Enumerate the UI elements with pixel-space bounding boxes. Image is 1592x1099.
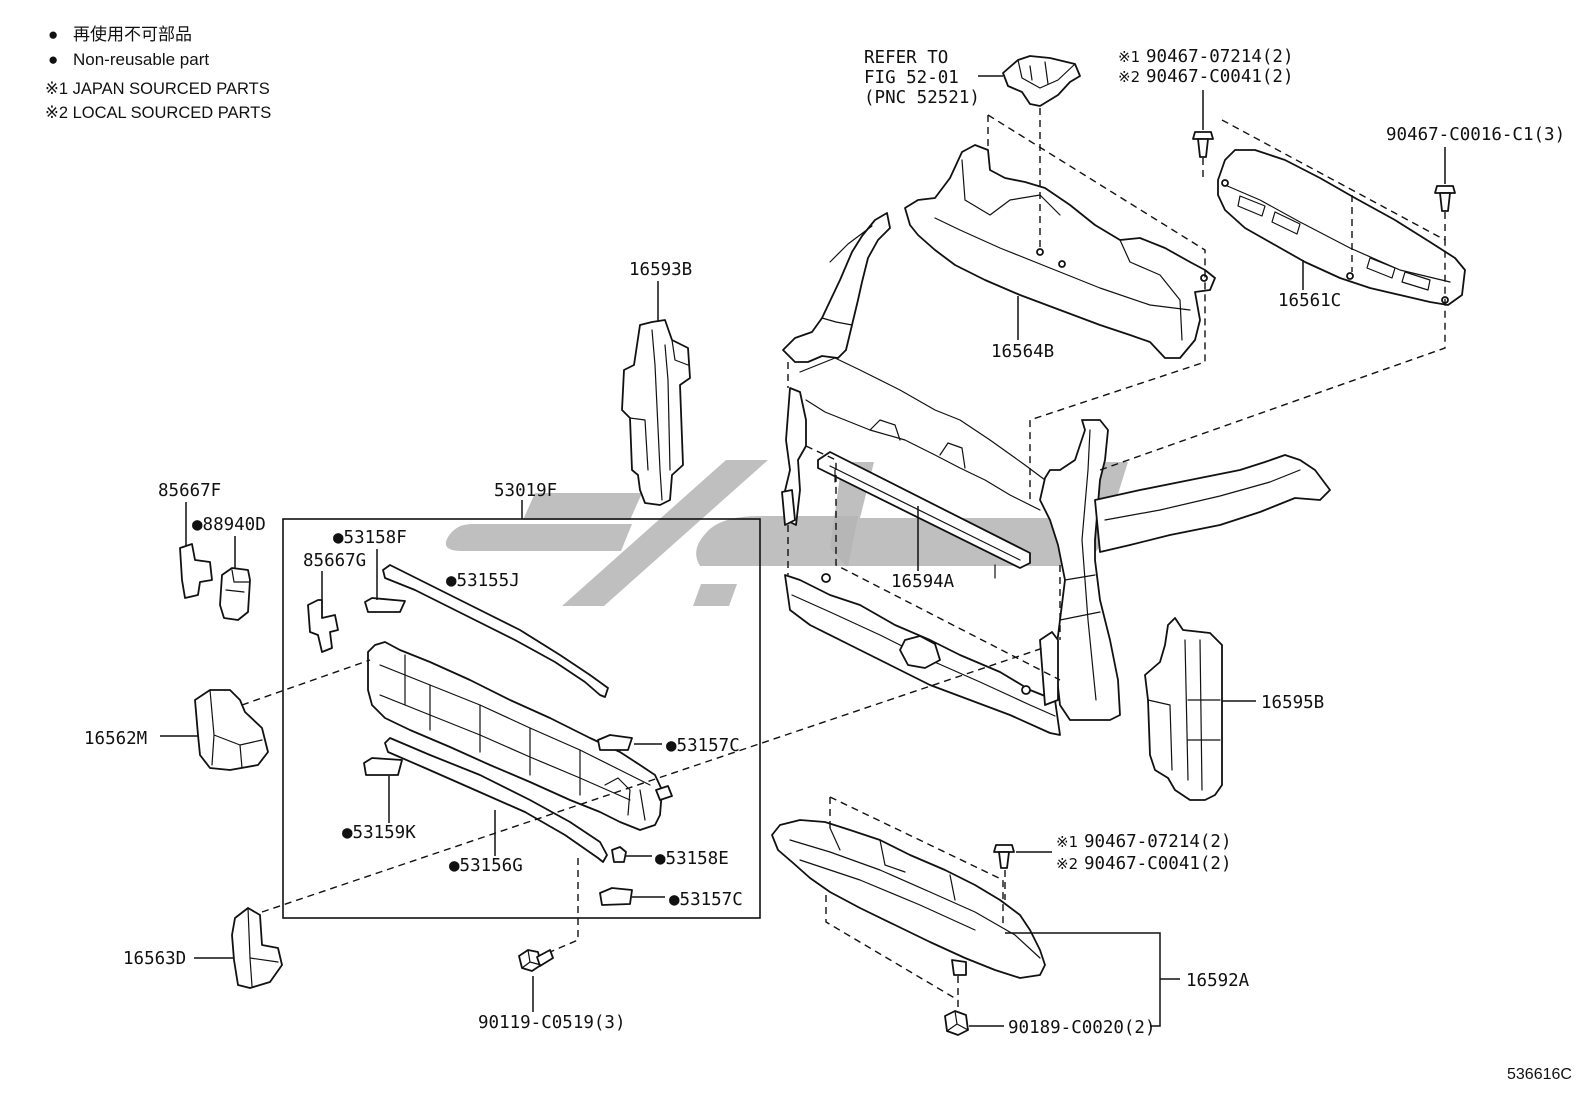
part-85667G-drawing: [307, 599, 339, 653]
refer-line-1: REFER TO: [864, 48, 948, 68]
right-screw-label: 90467-C0016-C1(3): [1386, 125, 1565, 145]
callout-88940D: ●88940D: [192, 515, 266, 535]
part-16593B-drawing: [621, 319, 691, 506]
part-53019F-drawing: [367, 641, 673, 831]
assembly-dashed-line: [1099, 119, 1446, 471]
leader-lines: [160, 75, 1446, 1027]
screw-top-drawing: [1192, 131, 1214, 158]
part-88940D-drawing: [219, 567, 251, 621]
screw-right-drawing: [1434, 185, 1456, 212]
callout-16563D: 16563D: [123, 949, 186, 969]
callout-16592A: 16592A: [1186, 971, 1250, 991]
refer-line-2: FIG 52-01: [864, 68, 959, 88]
callout-16561C: 16561C: [1278, 291, 1341, 311]
part-16561C-drawing: [1217, 149, 1466, 306]
lower-screw-part-1: 90467-07214(2): [1084, 832, 1232, 852]
callout-53157C-lower: ●53157C: [669, 890, 743, 910]
callout-16593B: 16593B: [629, 260, 692, 280]
callout-85667G: 85667G: [303, 551, 366, 571]
callout-16594A: 16594A: [891, 572, 955, 592]
refer-fig-52-01-bracket-drawing: [1002, 55, 1081, 107]
callout-85667F: 85667F: [158, 481, 221, 501]
refer-line-3: (PNC 52521): [864, 88, 980, 108]
callout-16564B: 16564B: [991, 342, 1054, 362]
callout-53156G: ●53156G: [449, 856, 523, 876]
part-53158F-drawing: [364, 597, 406, 613]
legend-note-local-sourced: ※2 LOCAL SOURCED PARTS: [45, 104, 271, 122]
top-screw-mark-1: ※1: [1118, 48, 1140, 66]
callout-53019F: 53019F: [494, 481, 557, 501]
top-screw-mark-2: ※2: [1118, 68, 1140, 86]
assembly-dashed-line: [241, 659, 371, 706]
part-16563D-drawing: [231, 907, 283, 989]
callout-53157C-upper: ●53157C: [666, 736, 740, 756]
legend: ● 再使用不可部品 ● Non-reusable part ※1 JAPAN S…: [45, 24, 271, 122]
lower-screw-mark-1: ※1: [1056, 833, 1078, 851]
screw-lower-drawing: [993, 844, 1015, 869]
figure-code: 536616C: [1507, 1066, 1572, 1083]
lower-screw-mark-2: ※2: [1056, 855, 1078, 873]
watermark-logo: [445, 460, 1128, 606]
part-85667F-drawing: [179, 543, 213, 599]
callout-16562M: 16562M: [84, 729, 147, 749]
assembly-dashed-line: [825, 895, 959, 1001]
callout-16595B: 16595B: [1261, 693, 1324, 713]
part-53157C-upper-drawing: [597, 734, 633, 751]
assembly-dashed-lines: [241, 108, 1446, 1010]
part-53155J-drawing: [382, 564, 609, 698]
assembly-dashed-line: [829, 796, 1004, 925]
top-screw-part-1: 90467-07214(2): [1146, 47, 1294, 67]
leader-16592A: [1005, 932, 1180, 1027]
part-53158E-drawing: [611, 846, 627, 863]
nut-90189-drawing: [944, 1010, 969, 1036]
lower-screw-part-2: 90467-C0041(2): [1084, 854, 1232, 874]
assembly-dashed-line: [261, 647, 1044, 913]
part-53156G-drawing: [384, 737, 608, 863]
part-16595B-drawing: [1144, 617, 1223, 801]
part-16564B-drawing: [904, 144, 1216, 359]
nut-label: 90189-C0020(2): [1008, 1018, 1156, 1038]
callout-labels: REFER TO FIG 52-01 (PNC 52521) ※1 90467-…: [84, 47, 1572, 1083]
top-screw-part-2: 90467-C0041(2): [1146, 67, 1294, 87]
callout-53155J: ●53155J: [446, 571, 520, 591]
legend-note-japan-sourced: ※1 JAPAN SOURCED PARTS: [45, 80, 270, 98]
callout-53158E: ●53158E: [655, 849, 729, 869]
callout-53158F: ●53158F: [333, 528, 407, 548]
part-16592A-drawing: [771, 819, 1046, 979]
legend-text-jp: 再使用不可部品: [73, 24, 192, 44]
callout-53159K: ●53159K: [342, 823, 416, 843]
part-53157C-lower-drawing: [599, 887, 633, 906]
bolt-label: 90119-C0519(3): [478, 1013, 626, 1033]
legend-text-en: Non-reusable part: [73, 50, 209, 69]
part-53159K-drawing: [363, 757, 403, 776]
assembly-dashed-line: [987, 114, 1206, 500]
assembly-dashed-line: [549, 858, 579, 953]
bolt-90119-drawing: [518, 949, 554, 972]
legend-bullet-jp: ●: [48, 25, 58, 44]
legend-bullet-en: ●: [48, 50, 58, 69]
part-16562M-drawing: [194, 689, 269, 771]
assembly-dashed-line: [805, 445, 1061, 681]
radiator-support-frame-drawing: [781, 212, 1331, 736]
